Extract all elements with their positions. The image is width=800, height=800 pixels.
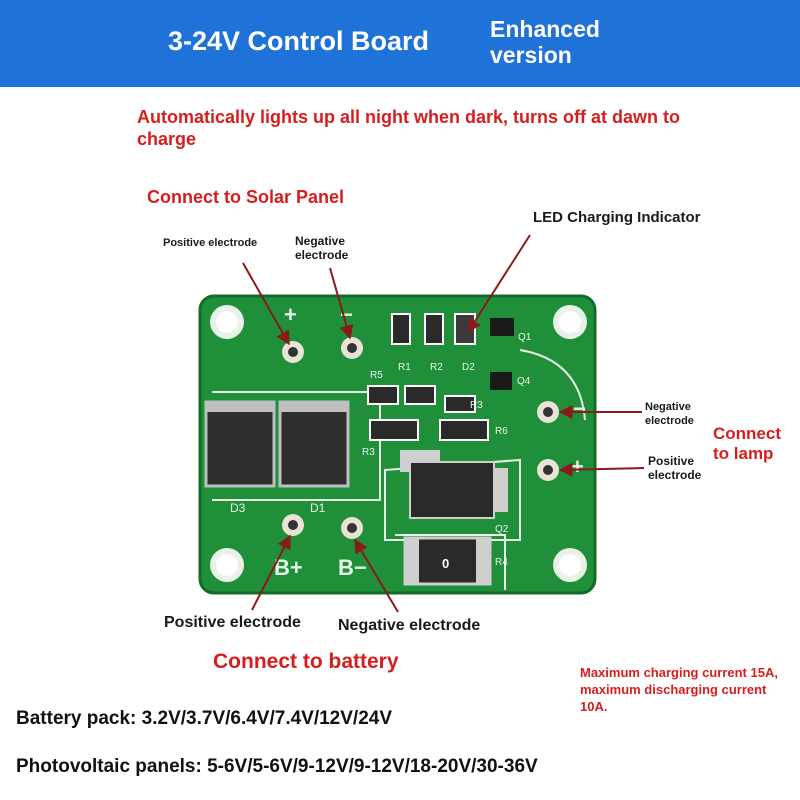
current-spec: Maximum charging current 15A, maximum di… bbox=[580, 665, 778, 714]
battery-connect-label: Connect to battery bbox=[213, 650, 399, 673]
arrow-lamp-positive bbox=[558, 462, 645, 477]
solar-positive-pad bbox=[282, 341, 304, 363]
resistor-mid bbox=[404, 385, 436, 405]
q1-label: Q1 bbox=[518, 332, 532, 343]
arrow-battery-positive bbox=[251, 534, 291, 611]
arrow-led-indicator bbox=[467, 234, 531, 334]
resistor-r6 bbox=[439, 419, 489, 441]
mount-hole-bottom-right bbox=[553, 548, 587, 582]
solar-negative-label: Negative electrode bbox=[295, 234, 349, 262]
lamp-pos-silk: + bbox=[571, 454, 584, 479]
lamp-negative-label: Negative electrode bbox=[645, 401, 694, 427]
r1-label: R1 bbox=[398, 362, 411, 373]
solar-positive-label: Positive electrode bbox=[163, 237, 258, 249]
battery-negative-label: Negative electrode bbox=[338, 617, 481, 634]
solar-negative-pad bbox=[341, 337, 363, 359]
mount-hole-top-left bbox=[210, 305, 244, 339]
q4-label: Q4 bbox=[517, 376, 531, 387]
q2-label: Q2 bbox=[495, 524, 509, 535]
battery-positive-label: Positive electrode bbox=[164, 614, 301, 631]
battery-pack-spec: Battery pack: 3.2V/3.7V/6.4V/7.4V/12V/24… bbox=[16, 708, 393, 729]
d1-label: D1 bbox=[310, 501, 326, 515]
mount-hole-top-right bbox=[553, 305, 587, 339]
led-indicator-label: LED Charging Indicator bbox=[533, 209, 701, 226]
transistor-q1 bbox=[490, 318, 514, 336]
battery-negative-pad bbox=[341, 517, 363, 539]
diode-d1 bbox=[278, 400, 350, 488]
r4-label: R4 bbox=[495, 557, 508, 568]
lamp-positive-pad bbox=[537, 459, 559, 481]
solar-pos-silk: + bbox=[284, 302, 297, 327]
d3-label: D3 bbox=[230, 501, 246, 515]
arrow-battery-negative bbox=[354, 538, 399, 613]
shunt-resistor-r4 bbox=[403, 536, 492, 586]
resistor-r2 bbox=[424, 313, 444, 345]
header-badge: Enhanced version bbox=[490, 16, 600, 68]
header-bar: 3-24V Control Board Enhanced version bbox=[0, 0, 800, 87]
d2-label: D2 bbox=[462, 362, 475, 373]
silkscreen-diode-area bbox=[212, 391, 381, 501]
resistor-r1 bbox=[391, 313, 411, 345]
shunt-value-label: 0 bbox=[442, 556, 449, 571]
transistor-q4 bbox=[490, 372, 512, 390]
r3b-label: R3 bbox=[362, 447, 375, 458]
arrow-solar-negative bbox=[329, 267, 354, 340]
resistor-r3a bbox=[444, 395, 476, 413]
solar-neg-silk: − bbox=[340, 302, 353, 327]
r5-label: R5 bbox=[370, 370, 383, 381]
lamp-negative-pad bbox=[537, 401, 559, 423]
r6-label: R6 bbox=[495, 426, 508, 437]
lamp-positive-label: Positive electrode bbox=[648, 454, 702, 482]
diode-d3 bbox=[204, 400, 276, 488]
lamp-neg-silk: − bbox=[573, 396, 586, 421]
arrow-solar-positive bbox=[242, 262, 290, 346]
led-d2 bbox=[454, 313, 476, 345]
r2-label: R2 bbox=[430, 362, 443, 373]
r3-label: R3 bbox=[470, 400, 483, 411]
battery-neg-silk: B− bbox=[338, 555, 367, 580]
tagline: Automatically lights up all night when d… bbox=[137, 107, 681, 149]
header-title: 3-24V Control Board bbox=[168, 26, 430, 56]
photovoltaic-spec: Photovoltaic panels: 5-6V/5-6V/9-12V/9-1… bbox=[16, 756, 538, 777]
resistor-r5 bbox=[367, 385, 399, 405]
lamp-connect-label: Connect to lamp bbox=[713, 424, 781, 463]
battery-positive-pad bbox=[282, 514, 304, 536]
mount-hole-bottom-left bbox=[210, 548, 244, 582]
mosfet-q2 bbox=[400, 450, 508, 519]
solar-connect-label: Connect to Solar Panel bbox=[147, 187, 345, 207]
resistor-left-pair bbox=[369, 419, 419, 441]
